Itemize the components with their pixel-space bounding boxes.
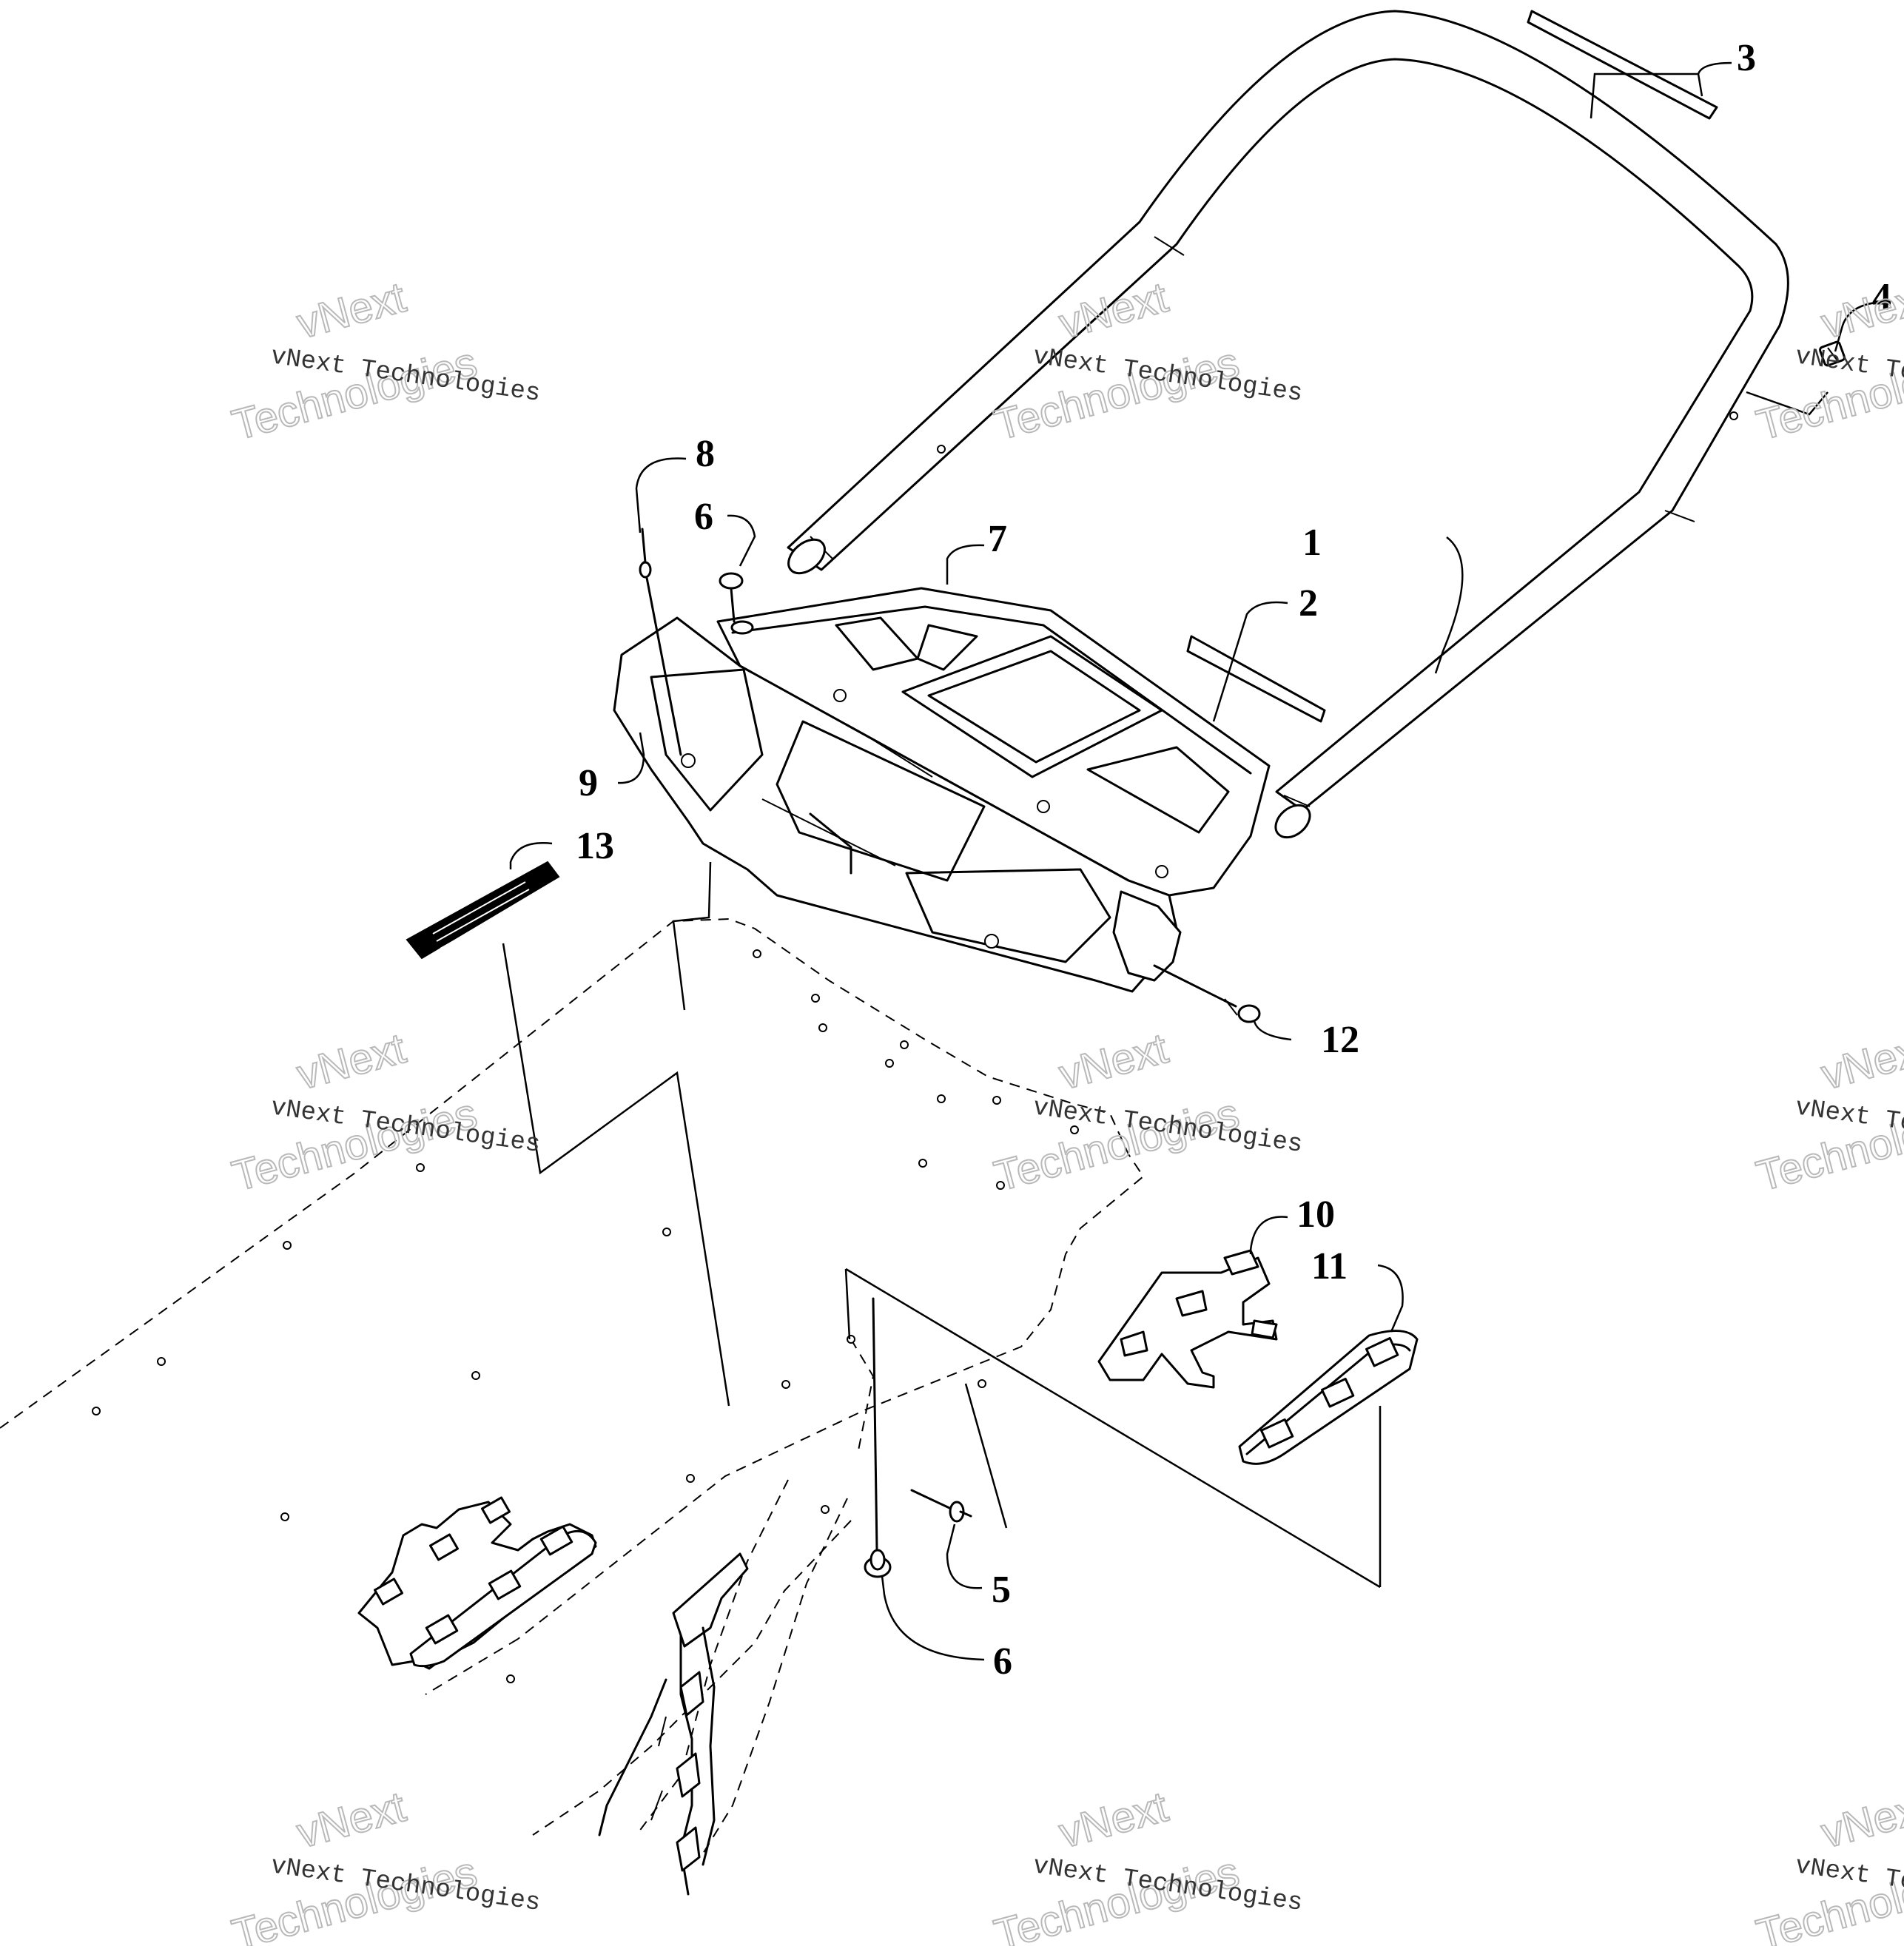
lower-frame-fragment <box>598 1552 749 1896</box>
callout-7: 7 <box>988 518 1007 560</box>
lower-footrest-assembly <box>357 1496 597 1670</box>
rack-base <box>716 587 1271 897</box>
watermark: vNext Technologies vNext Technologies <box>989 272 1304 450</box>
svg-text:vNext: vNext <box>1817 1024 1904 1099</box>
decal-part-2 <box>1186 635 1326 723</box>
svg-text:vNext: vNext <box>292 1024 411 1099</box>
callout-9: 9 <box>579 762 598 804</box>
callout-10: 10 <box>1296 1193 1335 1236</box>
screw-part-12 <box>1153 964 1261 1023</box>
svg-text:vNext: vNext <box>292 1782 411 1857</box>
label-part-13 <box>406 861 560 960</box>
clip-part-4 <box>1819 340 1846 367</box>
watermark: vNext Technologies vNext Technologies <box>989 1782 1304 1946</box>
callout-4: 4 <box>1872 276 1891 318</box>
rack-tube <box>787 10 1789 839</box>
screw-part-6-top <box>719 572 754 635</box>
watermark: vNext Technologies vNext Technologies <box>1751 1023 1904 1201</box>
callout-3: 3 <box>1737 37 1756 79</box>
body-mounting-holes <box>92 949 1079 1683</box>
callout-1: 1 <box>1302 522 1322 564</box>
watermark: vNext Technologies vNext Technologies <box>1751 1782 1904 1946</box>
cable-part-8 <box>639 528 682 756</box>
callout-12: 12 <box>1321 1019 1359 1061</box>
decal-part-3 <box>1527 10 1718 120</box>
watermark: vNext Technologies vNext Technologies <box>226 272 542 450</box>
svg-text:vNext: vNext <box>292 273 411 348</box>
callout-11: 11 <box>1311 1245 1348 1287</box>
svg-text:vNext: vNext <box>1054 1024 1173 1099</box>
block-part-11 <box>1238 1330 1419 1465</box>
callout-5: 5 <box>992 1569 1011 1611</box>
assembly-lines <box>502 861 1382 1589</box>
svg-text:vNext: vNext <box>1817 1782 1904 1857</box>
callout-13: 13 <box>576 825 614 867</box>
body-outline-dashed <box>0 918 1145 1854</box>
callout-2: 2 <box>1299 582 1318 624</box>
watermark: vNext Technologies vNext Technologies <box>226 1023 542 1201</box>
callout-8: 8 <box>696 433 715 475</box>
callout-numbers: 1 2 3 4 5 6 6 7 8 9 10 11 12 13 <box>576 37 1891 1683</box>
svg-text:vNext: vNext <box>1817 273 1904 348</box>
screw-part-6-bottom <box>864 1297 892 1578</box>
svg-text:vNext: vNext <box>1054 1782 1173 1857</box>
rivet-part-5 <box>910 1489 972 1523</box>
watermark: vNext Technologies vNext Technologies <box>226 1782 542 1946</box>
callout-leaders <box>509 61 1885 1661</box>
callout-6-bottom: 6 <box>993 1640 1012 1683</box>
watermark: vNext Technologies vNext Technologies <box>989 1023 1304 1201</box>
bracket-part-10 <box>1097 1249 1278 1389</box>
callout-6-top: 6 <box>694 496 713 538</box>
